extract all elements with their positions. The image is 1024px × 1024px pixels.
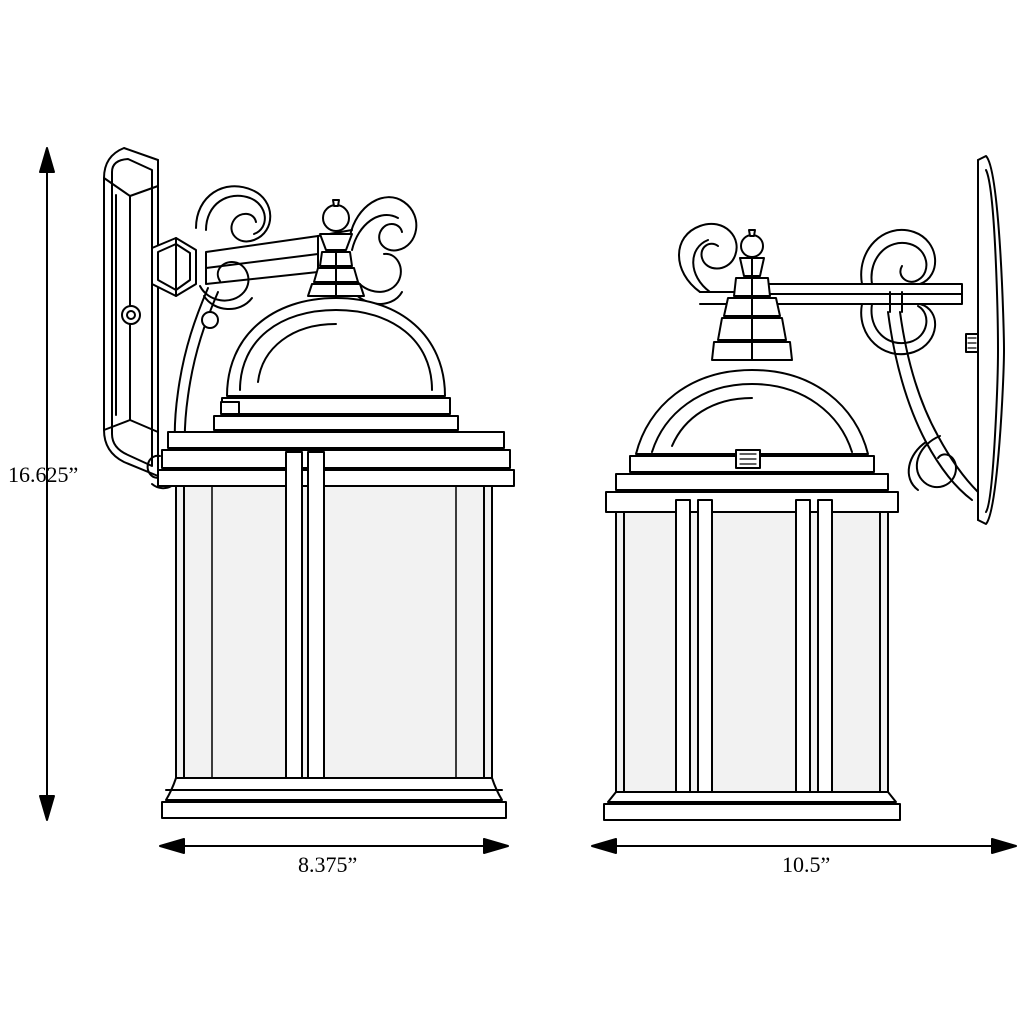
front-roof-dome — [157, 297, 515, 487]
side-scroll-arm — [678, 223, 979, 501]
front-width-dimension-label: 8.375” — [298, 852, 358, 877]
height-dimension-label: 16.625” — [8, 462, 79, 487]
side-wall-backplate — [965, 155, 1005, 525]
height-dimension-arrow — [39, 147, 55, 821]
side-view — [603, 155, 1005, 821]
side-roof — [605, 369, 899, 513]
front-wall-backplate — [103, 147, 159, 477]
side-width-dimension-label: 10.5” — [782, 852, 831, 877]
front-base — [161, 777, 507, 819]
side-glass-body — [615, 499, 889, 801]
side-finial — [711, 229, 793, 361]
side-width-dimension-arrow — [591, 838, 1017, 854]
side-base — [603, 791, 901, 821]
front-finial — [307, 199, 365, 297]
front-width-dimension-arrow — [159, 838, 509, 854]
front-glass-body — [175, 451, 493, 789]
front-view — [103, 147, 515, 819]
